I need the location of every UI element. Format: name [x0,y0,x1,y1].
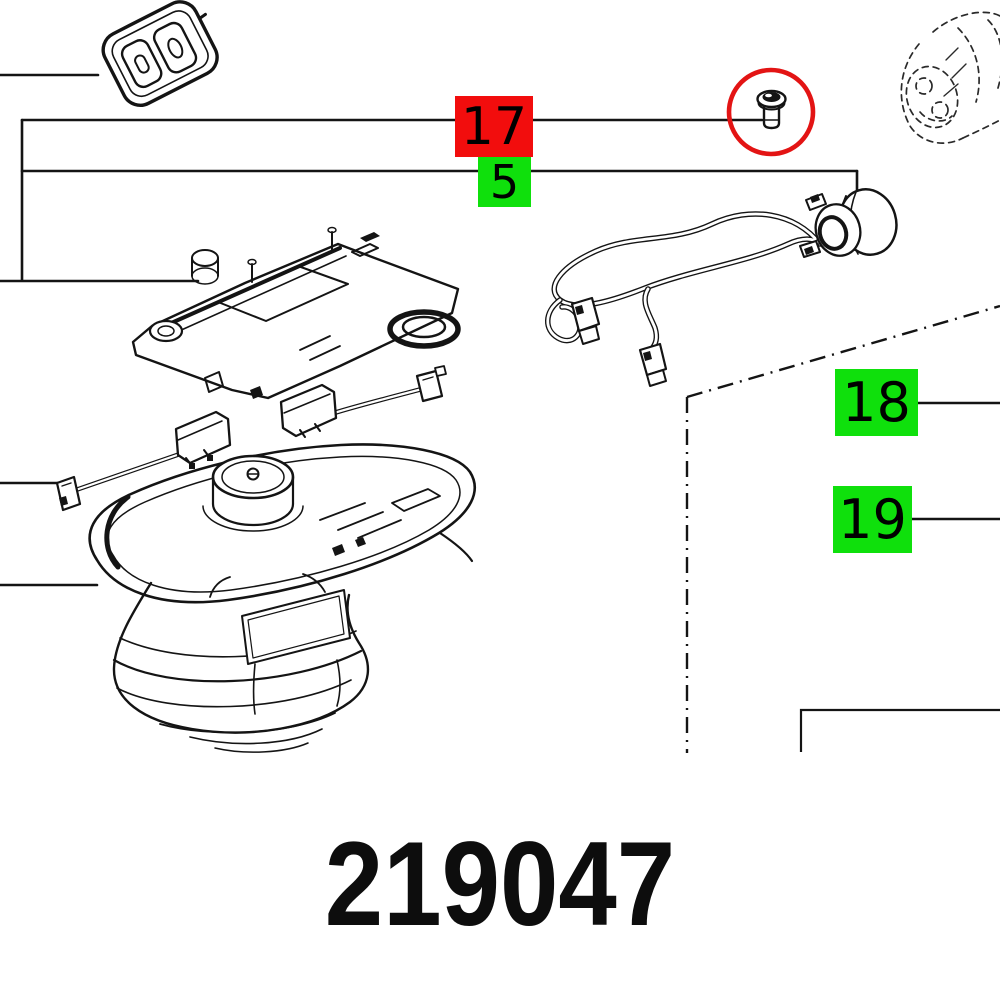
highlight-circle [726,67,816,157]
phantom-boundary [685,304,1000,753]
housing-top-part [88,443,476,604]
spade-connector-1 [570,296,601,345]
micro-switch-2 [279,365,447,438]
callout-17-label: 17 [460,96,528,157]
callout-18[interactable]: 18 [835,369,918,436]
cable-harness-part [545,188,898,387]
callout-17[interactable]: 17 [455,96,533,157]
spade-connector-2 [638,342,668,387]
callout-5[interactable]: 5 [478,157,531,207]
callout-18-label: 18 [842,370,911,434]
switch-button-part [101,0,219,107]
callout-19[interactable]: 19 [833,486,912,553]
part-number: 219047 [324,817,676,951]
round-plug [799,188,898,258]
housing-body-part [112,573,370,753]
electronics-chassis-part [131,226,461,400]
micro-switch-1 [55,410,232,512]
motor-armature-ghost [900,11,1000,144]
screw-part [756,89,787,130]
leader-lines [0,73,1000,587]
callout-5-label: 5 [489,155,520,209]
callout-19-label: 19 [838,487,907,551]
frame-corner [799,708,1000,752]
